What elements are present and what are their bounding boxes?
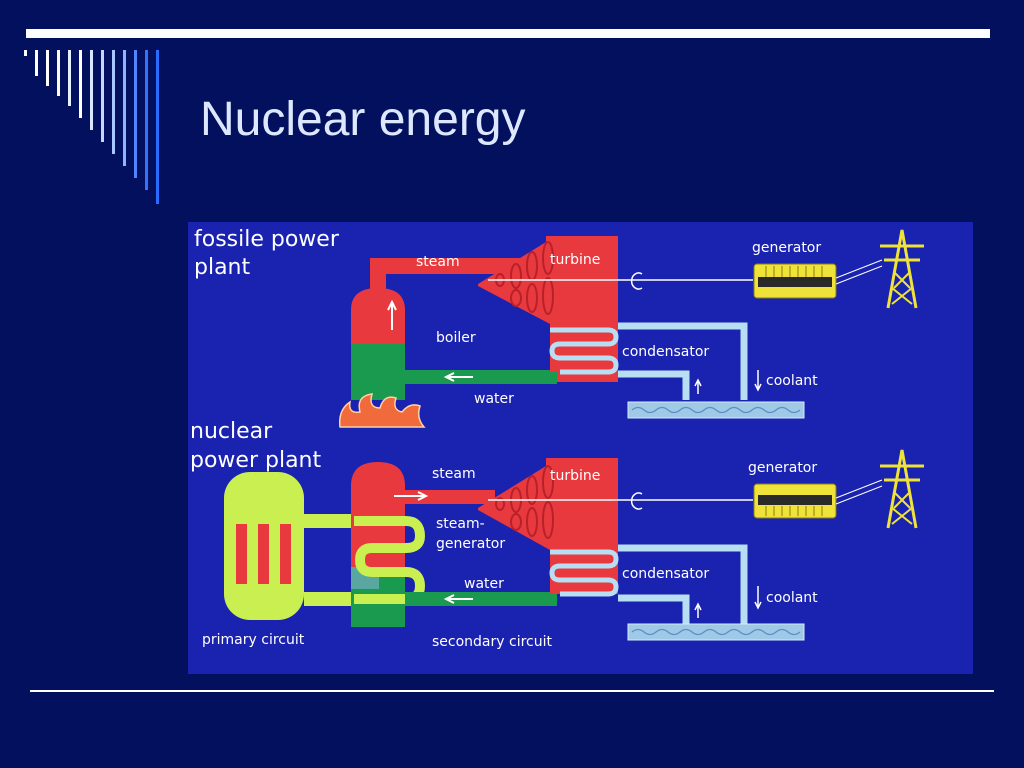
- power-plant-diagram: fossile power plant steam turbine genera…: [188, 222, 973, 674]
- fossil-coolant-in: [618, 370, 690, 400]
- nuclear-plant-title-line2: power plant: [190, 448, 321, 473]
- fossil-turbine-label: turbine: [550, 252, 600, 268]
- fossil-coolant-label: coolant: [766, 373, 818, 389]
- fossil-condensator-label: condensator: [622, 344, 709, 360]
- slide-title: Nuclear energy: [200, 93, 526, 146]
- nuclear-turbine-label: turbine: [550, 468, 600, 484]
- top-rule: [26, 29, 990, 38]
- rotation-arrow-icon: [630, 492, 643, 510]
- stripe-decoration: [24, 50, 159, 204]
- transmission-tower-icon: [880, 229, 924, 309]
- secondary-circuit-label: secondary circuit: [432, 634, 552, 650]
- primary-pipe-bottom: [304, 592, 358, 606]
- bottom-rule: [30, 690, 994, 692]
- nuclear-condensator-label: condensator: [622, 566, 709, 582]
- primary-coil: [354, 516, 426, 604]
- nuclear-coolant-out: [618, 544, 748, 624]
- nuclear-coolant-in: [618, 594, 690, 624]
- fossil-water-label: water: [474, 391, 514, 407]
- fossil-steam-label: steam: [416, 254, 460, 270]
- steam-generator-label-line2: generator: [436, 536, 505, 552]
- diagram-canvas: fossile power plant steam turbine genera…: [188, 222, 973, 674]
- nuclear-coolant-label: coolant: [766, 590, 818, 606]
- fossil-boiler-label: boiler: [436, 330, 476, 346]
- nuclear-condenser-coil: [549, 549, 619, 597]
- fuel-rod: [280, 524, 291, 584]
- nuclear-plant-group: nuclear power plant steam turbine genera…: [190, 419, 924, 650]
- rotation-arrow-icon: [630, 272, 643, 290]
- nuclear-steam-pipe: [405, 490, 495, 504]
- nuclear-steam-label: steam: [432, 466, 476, 482]
- fossil-plant-title-line2: plant: [194, 255, 251, 280]
- fossil-coolant-out: [618, 322, 748, 400]
- steam-generator-vessel-top: [351, 462, 405, 567]
- fossil-plant-group: fossile power plant steam turbine genera…: [194, 227, 924, 428]
- fossil-condenser-coil: [549, 327, 619, 375]
- fuel-rod: [258, 524, 269, 584]
- primary-circuit-label: primary circuit: [202, 632, 305, 648]
- transmission-tower-icon: [880, 449, 924, 529]
- flame-icon: [338, 393, 426, 428]
- fossil-boiler-water: [351, 344, 405, 400]
- primary-pipe-top: [304, 514, 358, 528]
- fossil-generator-label: generator: [752, 240, 821, 256]
- nuclear-generator-label: generator: [748, 460, 817, 476]
- fossil-boiler-top: [351, 288, 405, 344]
- nuclear-water-label: water: [464, 576, 504, 592]
- fossil-water-pipe: [405, 370, 557, 384]
- fossil-plant-title-line1: fossile power: [194, 227, 340, 252]
- nuclear-water-pipe: [405, 592, 557, 606]
- steam-generator-label-line1: steam-: [436, 516, 485, 532]
- fuel-rod: [236, 524, 247, 584]
- nuclear-plant-title-line1: nuclear: [190, 419, 273, 444]
